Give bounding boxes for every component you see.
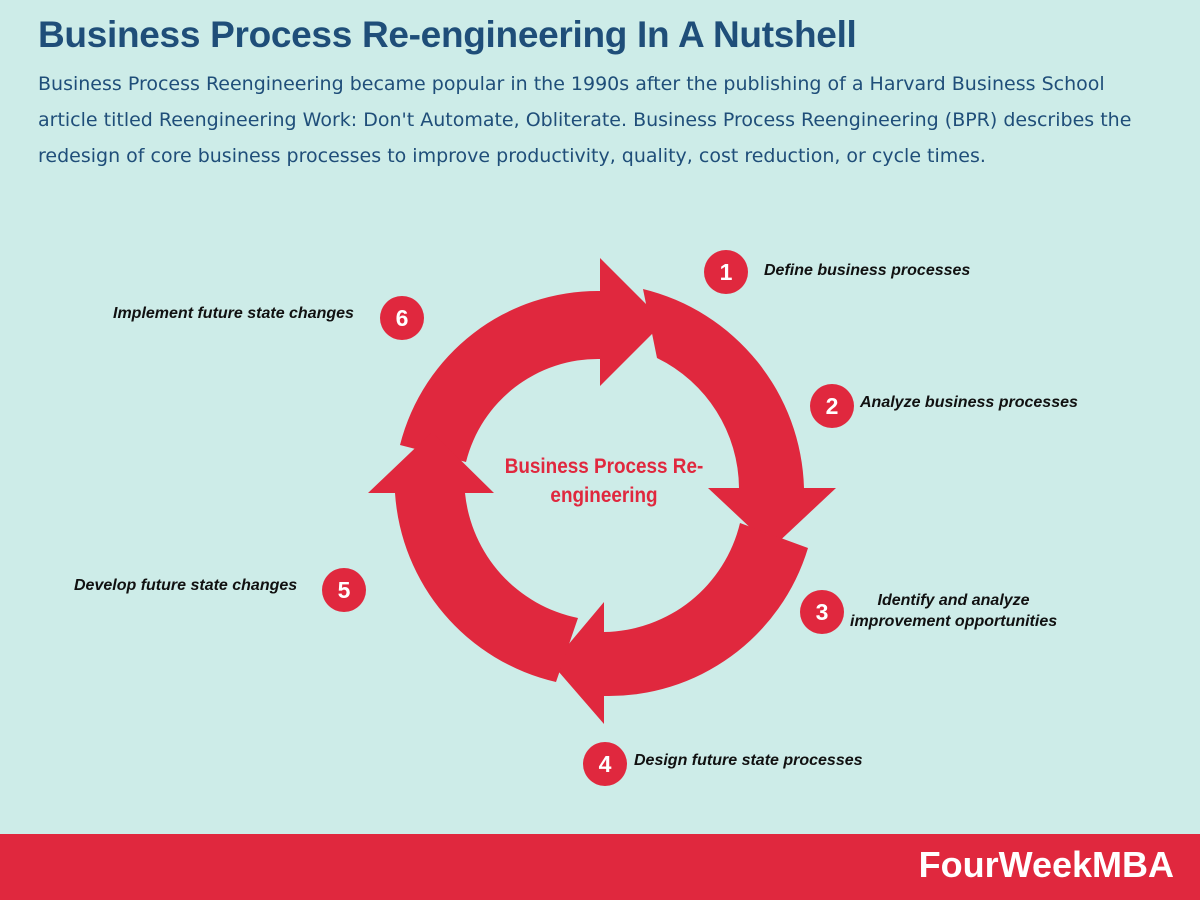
cycle-arrow-bottom [552, 523, 808, 724]
cycle-arrow-left [368, 432, 578, 682]
step-3-label-line2: improvement opportunities [850, 613, 1058, 630]
cycle-arrow-top [400, 258, 664, 462]
step-1-label: Define business processes [764, 262, 971, 279]
step-4-label: Design future state processes [634, 752, 863, 769]
page-title: Business Process Re-engineering In A Nut… [38, 14, 857, 55]
step-2-badge: 2 [810, 384, 854, 428]
step-2-label: Analyze business processes [860, 394, 1078, 411]
step-6-label: Implement future state changes [113, 305, 354, 322]
step-6-badge: 6 [380, 296, 424, 340]
step-1-badge: 1 [704, 250, 748, 294]
step-4-badge: 4 [583, 742, 627, 786]
step-5-badge: 5 [322, 568, 366, 612]
step-3-label-line1: Identify and analyze [877, 592, 1030, 609]
cycle-arrow-right [643, 289, 836, 548]
step-3-label: Identify and analyze improvement opportu… [850, 590, 1057, 632]
footer-bar: FourWeekMBA [0, 834, 1200, 900]
center-label: Business Process Re-engineering [504, 455, 704, 507]
step-3-badge: 3 [800, 590, 844, 634]
intro-paragraph: Business Process Reengineering became po… [38, 73, 1132, 167]
brand-logo-text: FourWeekMBA [918, 844, 1174, 885]
step-5-label: Develop future state changes [74, 577, 298, 594]
